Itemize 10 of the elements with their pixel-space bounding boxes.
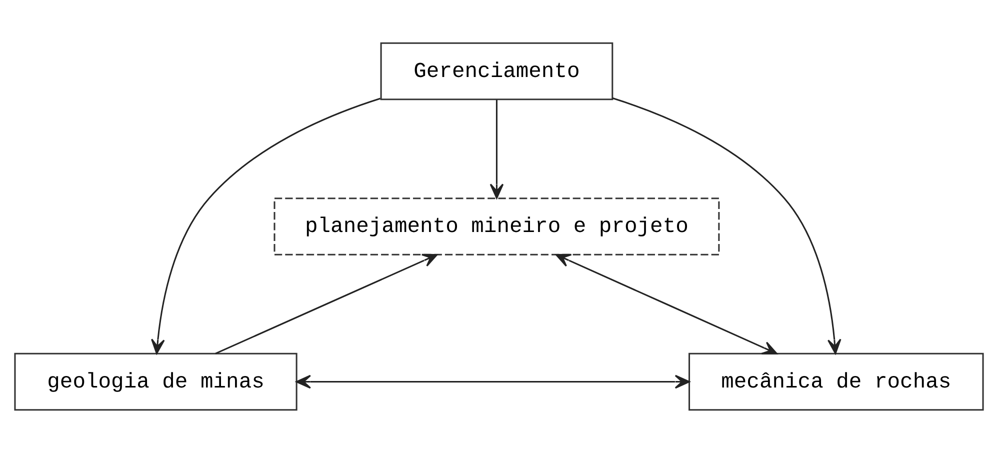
node-box: mecânica de rochas	[688, 352, 984, 410]
node-box: Gerenciamento	[380, 42, 614, 100]
arrow	[215, 253, 438, 354]
arrow	[612, 96, 842, 354]
arrow	[490, 99, 504, 198]
arrow	[296, 374, 690, 388]
arrow	[151, 97, 381, 354]
node-box: geologia de minas	[14, 352, 298, 410]
node-box: planejamento mineiro e projeto	[274, 197, 720, 255]
arrow	[555, 253, 778, 354]
